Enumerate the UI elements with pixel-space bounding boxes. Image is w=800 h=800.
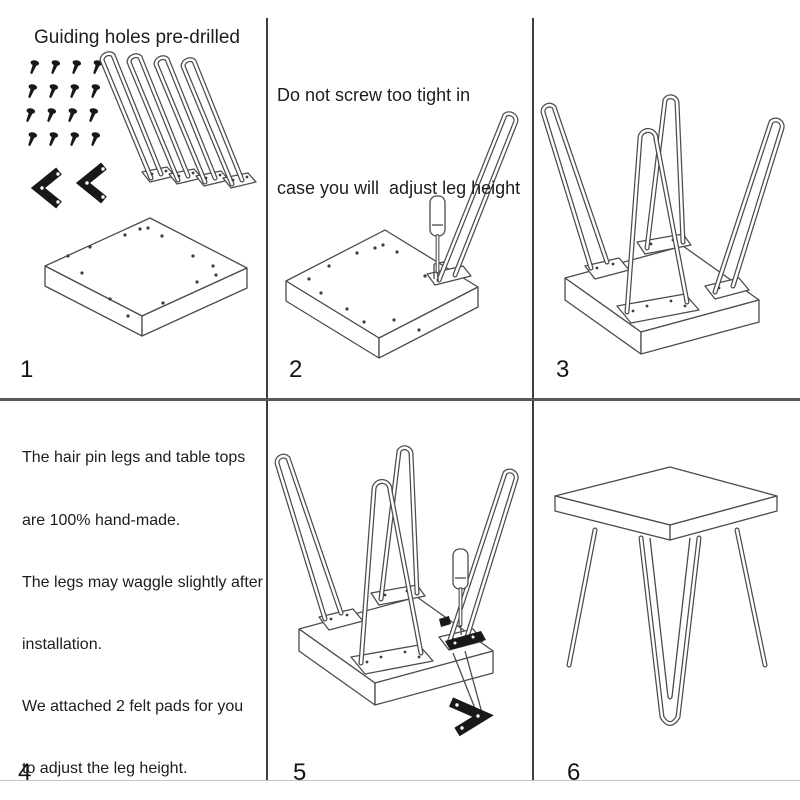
step2-number: 2 <box>289 356 303 383</box>
hairpin-legs-icon <box>102 54 256 188</box>
pre-drilled-holes <box>66 226 218 318</box>
finished-table-icon <box>554 466 778 724</box>
table-four-legs-icon <box>277 448 516 705</box>
instruction-line: The hair pin legs and table tops <box>22 449 246 467</box>
corner-bracket-icon <box>448 697 494 737</box>
step5-number: 5 <box>293 759 307 786</box>
step1-title: Guiding holes pre-drilled <box>34 27 240 48</box>
step1-illustration <box>26 0 266 337</box>
instruction-line: to adjust the leg height. <box>22 759 188 777</box>
corner-brackets-icon <box>38 166 105 205</box>
panel-step-1: Guiding holes pre-drilled 1 <box>0 0 266 398</box>
caption-line: case you will adjust leg height <box>277 178 521 198</box>
table-top-one-leg-icon <box>285 114 516 359</box>
instruction-line: The legs may waggle slightly after <box>22 573 263 591</box>
step6-number: 6 <box>567 759 581 786</box>
screws-icon <box>26 59 103 147</box>
leader-lines <box>452 650 483 717</box>
panel-step-4: The hair pin legs and table tops are 100… <box>0 399 266 791</box>
installed-bracket-icon <box>439 616 486 650</box>
table-four-legs-icon <box>543 97 782 354</box>
bottom-rule <box>0 780 800 781</box>
panel-step-6: 6 <box>533 399 800 791</box>
panel-step-3: 3 <box>533 0 800 398</box>
instruction-line: installation. <box>22 635 103 653</box>
table-top-underside-icon <box>44 217 248 337</box>
step1-number: 1 <box>20 356 34 383</box>
step5-illustration <box>267 399 532 737</box>
step2-caption: Do not screw too tight in case you will … <box>277 18 520 266</box>
caption-line: Do not screw too tight in <box>277 85 471 105</box>
step4-number: 4 <box>18 759 32 786</box>
panel-step-2: Do not screw too tight in case you will … <box>267 0 532 398</box>
horizontal-divider <box>0 398 800 401</box>
step3-illustration <box>533 0 800 398</box>
instruction-line: are 100% hand-made. <box>22 511 181 529</box>
step4-instructions: The hair pin legs and table tops are 100… <box>22 407 263 791</box>
step2-illustration <box>285 0 532 359</box>
step3-number: 3 <box>556 356 570 383</box>
step6-illustration <box>554 466 778 791</box>
instruction-line: We attached 2 felt pads for you <box>22 697 244 715</box>
panel-step-5: 5 <box>267 399 532 791</box>
